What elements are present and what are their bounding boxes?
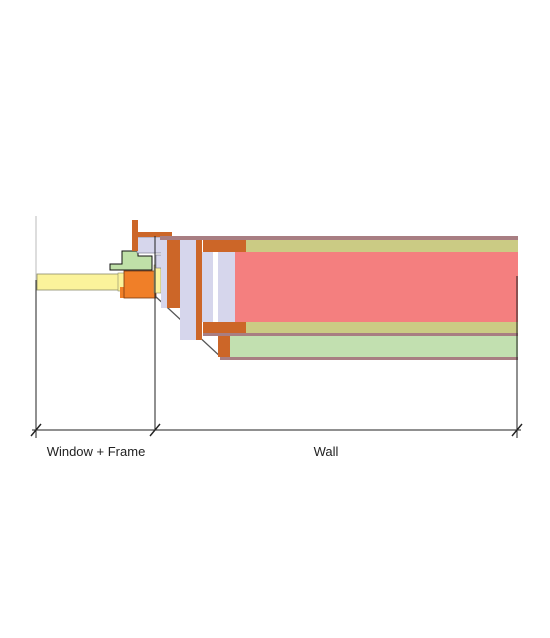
wall-insulation [235, 252, 518, 322]
stud-timber-1 [196, 240, 202, 340]
wall-bottom-membrane [203, 333, 518, 336]
window-frame-label: Window + Frame [47, 444, 146, 459]
dimension-tick-left [30, 423, 42, 437]
wall-top-membrane [160, 236, 518, 240]
reveal-bottom-timber [218, 336, 230, 357]
frame-top-lilac [136, 236, 163, 254]
wall-bottom-batten-khaki [246, 322, 518, 333]
frame-top-timber [132, 232, 172, 237]
reveal-lining-lilac [161, 236, 167, 308]
frame-orange-block [123, 270, 157, 299]
wall-top-timber-1 [203, 240, 224, 252]
wall-outer-board [230, 336, 518, 357]
dimension-tick-right [511, 423, 523, 437]
glazing-pane [36, 273, 124, 291]
wall-top-timber-2 [224, 240, 246, 252]
wall-label: Wall [314, 444, 339, 459]
frame-orange-bar [120, 287, 124, 298]
wall-top-batten-khaki [246, 240, 518, 252]
dimension-tick-middle [149, 423, 161, 437]
reveal-lining-timber [167, 240, 180, 308]
stud-cavity-lilac-3 [218, 252, 235, 322]
wall-bottom-timber-1 [203, 322, 224, 333]
window-gasket [109, 250, 153, 271]
stud-cavity-lilac-1 [180, 240, 196, 340]
wall-outer-board-edge [220, 357, 518, 360]
stud-cavity-lilac-2 [202, 252, 213, 322]
wall-bottom-timber-2 [224, 322, 246, 333]
